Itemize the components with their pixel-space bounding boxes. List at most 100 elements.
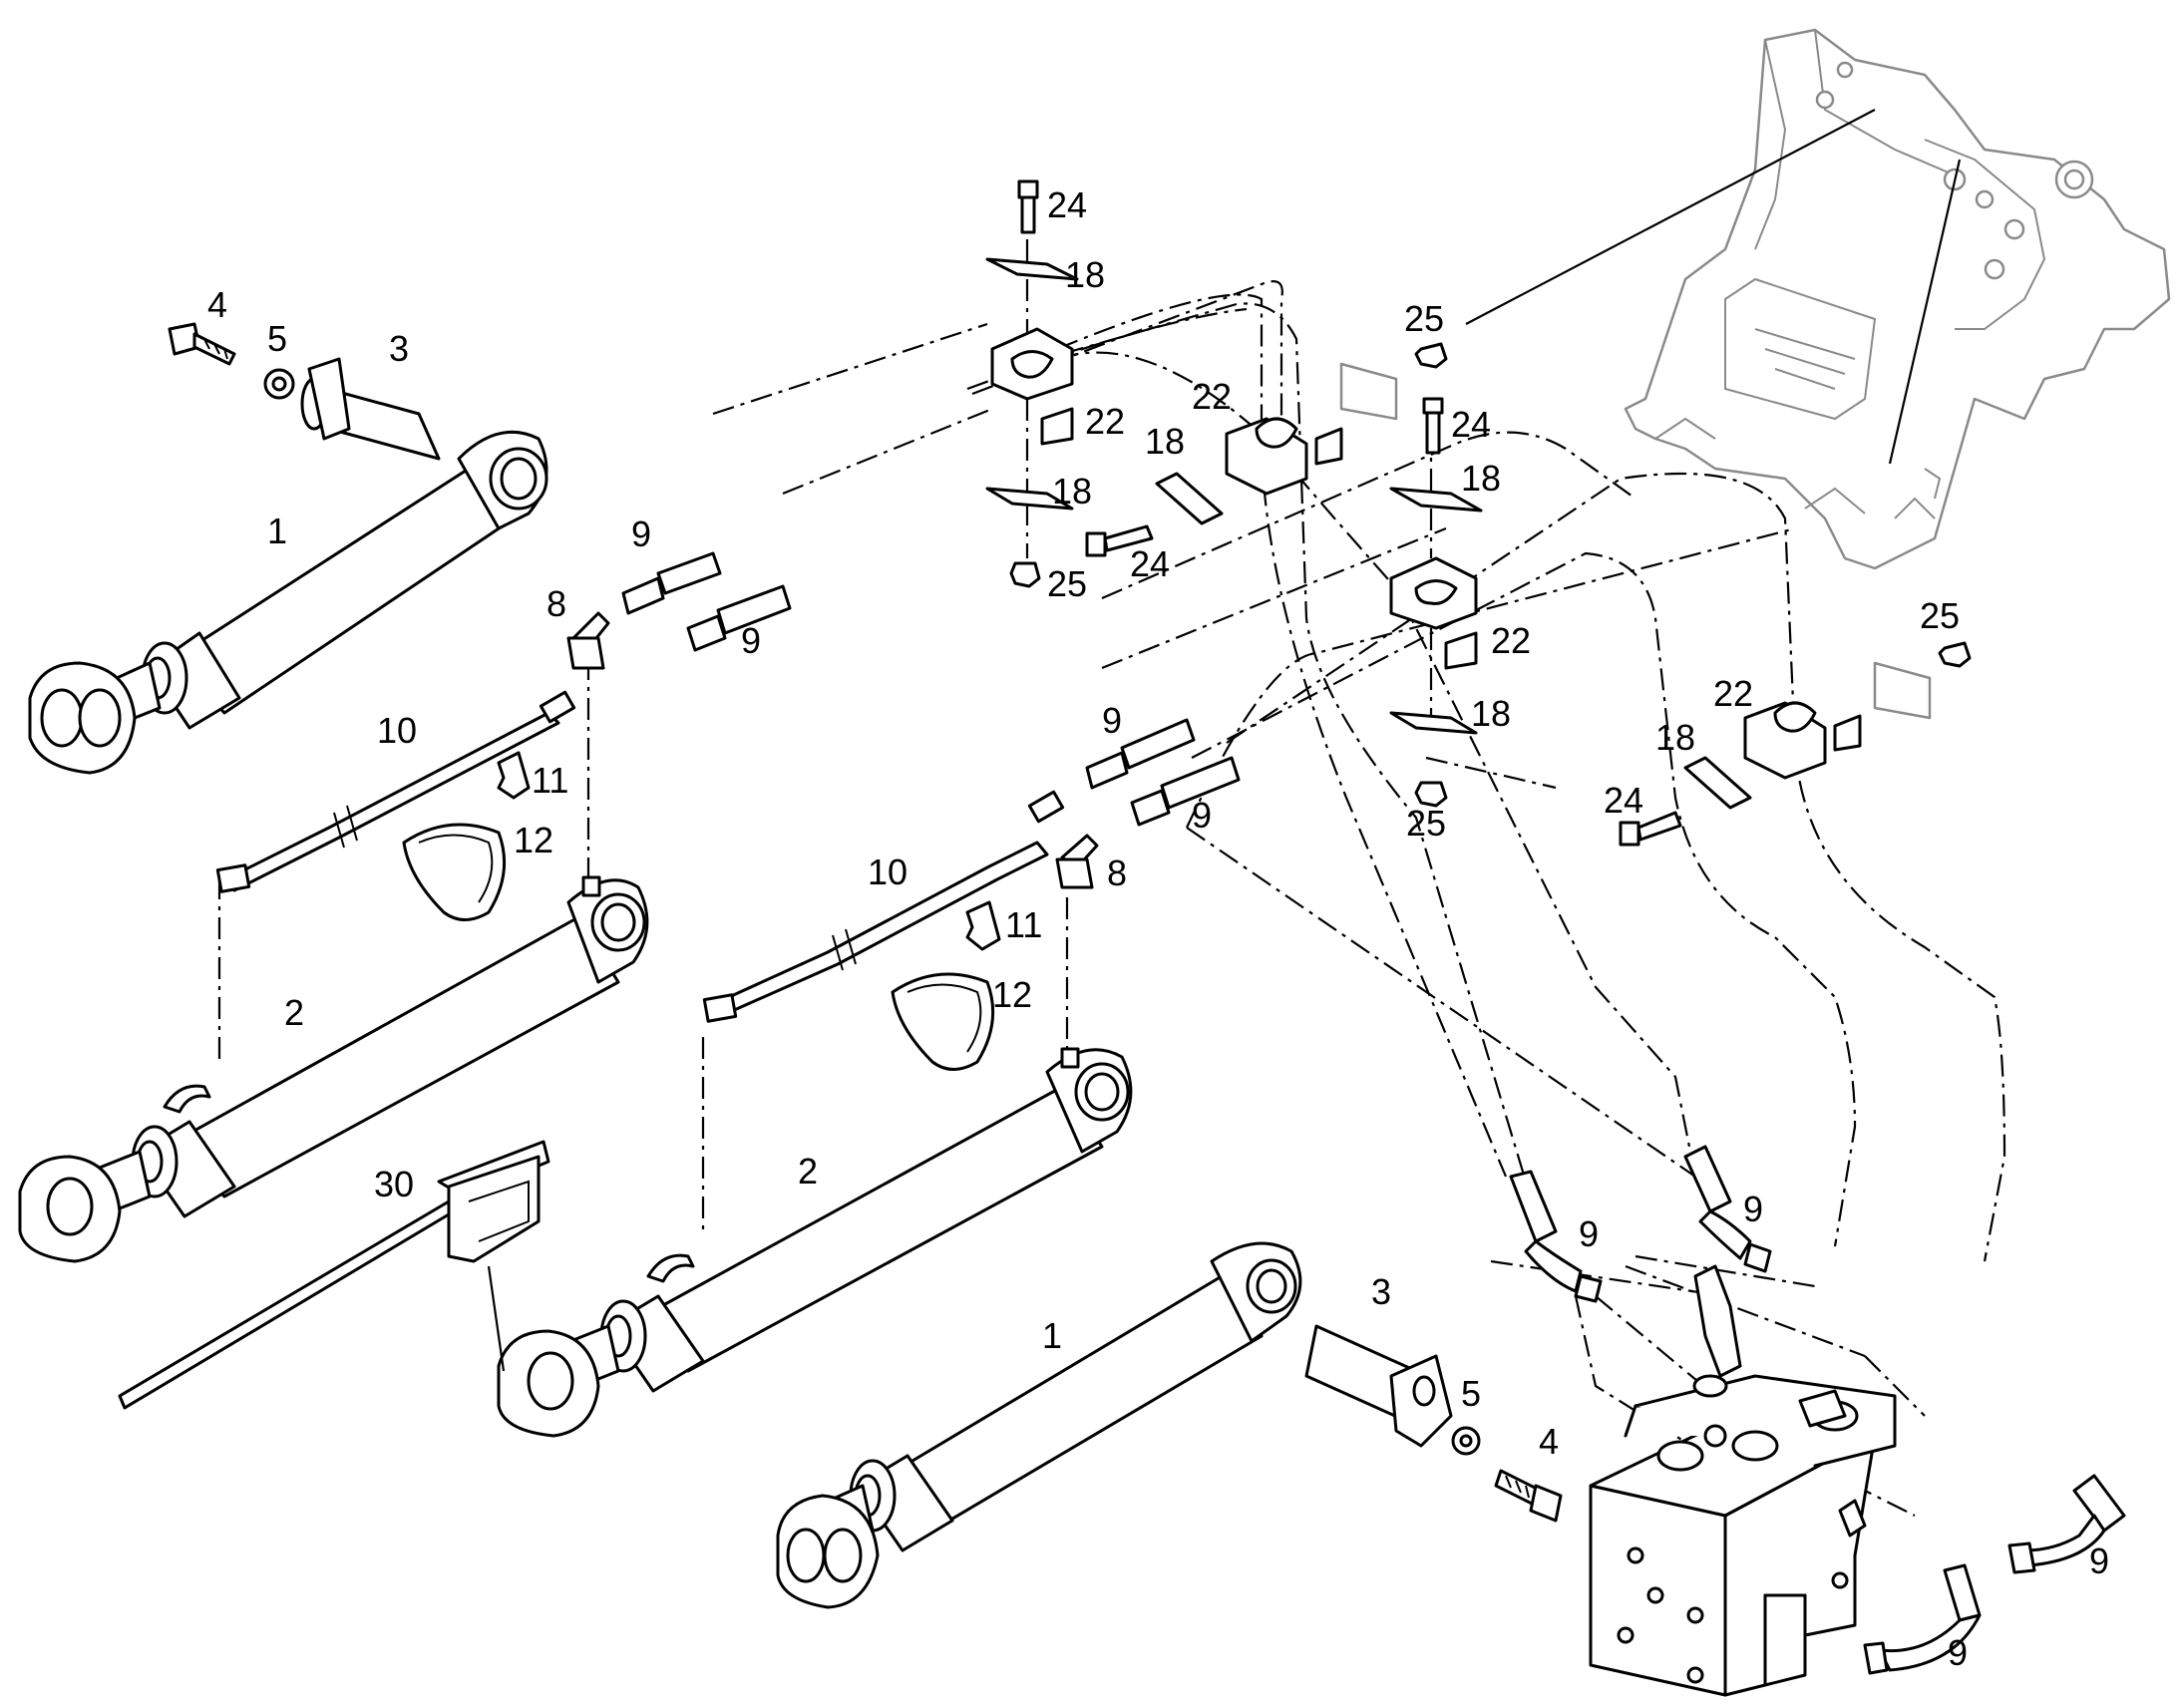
callout-9-h: 9 bbox=[1948, 1632, 1968, 1673]
clamp-half-22-c bbox=[1389, 556, 1478, 670]
bolt-24-top bbox=[1017, 179, 1039, 234]
callout-10-b: 10 bbox=[868, 852, 908, 892]
callout-22-b: 22 bbox=[1085, 401, 1125, 442]
hose-end-9-g bbox=[2007, 1474, 2126, 1574]
plate-18-b bbox=[985, 487, 1074, 511]
callout-18-a: 18 bbox=[1065, 254, 1105, 295]
callout-1-left: 1 bbox=[267, 511, 287, 551]
elbow-fitting-8-middle bbox=[1055, 834, 1099, 889]
hose-end-9-e bbox=[1509, 1170, 1603, 1303]
callout-12-a: 12 bbox=[514, 820, 553, 860]
callout-8-b: 8 bbox=[1107, 853, 1127, 893]
callout-24-top: 24 bbox=[1047, 184, 1087, 225]
callout-3-right: 3 bbox=[1371, 1271, 1391, 1312]
washer-5-left bbox=[263, 368, 295, 400]
callout-25-a: 25 bbox=[1404, 298, 1444, 339]
callout-24-c: 24 bbox=[1130, 543, 1170, 584]
callout-8-a: 8 bbox=[546, 583, 566, 624]
leader-30 bbox=[487, 1265, 506, 1372]
callout-11-b: 11 bbox=[1005, 904, 1042, 945]
hydraulic-tube-10-middle bbox=[702, 790, 1065, 1023]
callout-1-right: 1 bbox=[1042, 1315, 1062, 1356]
plate-18-d bbox=[1389, 487, 1483, 512]
callout-11-a: 11 bbox=[532, 760, 568, 801]
hose-routes bbox=[712, 280, 2006, 1517]
callout-18-f: 18 bbox=[1655, 717, 1695, 758]
elbow-fitting-8-left bbox=[566, 611, 610, 670]
bolt-24-c bbox=[1422, 397, 1444, 455]
strap-12-middle bbox=[891, 972, 995, 1071]
hydraulic-tube-10-left bbox=[215, 690, 576, 893]
hydraulic-cylinder-1-right bbox=[776, 1241, 1302, 1609]
nut-25-d bbox=[1938, 641, 1972, 668]
hose-fitting-9-c bbox=[1085, 718, 1196, 790]
hose-end-9-f bbox=[1683, 1145, 1772, 1273]
callout-9-g: 9 bbox=[2089, 1540, 2109, 1581]
plate-18-a bbox=[985, 257, 1079, 281]
callout-5-left: 5 bbox=[267, 318, 287, 359]
pin-3-right bbox=[1304, 1324, 1453, 1448]
callout-12-b: 12 bbox=[992, 974, 1032, 1015]
nut-25-b bbox=[1009, 561, 1041, 588]
bolt-4-left bbox=[168, 322, 236, 366]
clamp-half-22-d bbox=[1743, 701, 1862, 780]
callout-9-a: 9 bbox=[631, 513, 651, 554]
callout-18-e: 18 bbox=[1471, 693, 1511, 734]
clamp-11-left bbox=[497, 751, 531, 800]
callout-22-d: 22 bbox=[1713, 673, 1753, 714]
callout-9-e: 9 bbox=[1579, 1213, 1599, 1254]
rod-bracket-30 bbox=[118, 1140, 550, 1410]
callout-22-a: 22 bbox=[1192, 376, 1232, 417]
callout-18-b: 18 bbox=[1145, 421, 1185, 462]
hose-fitting-9-a bbox=[621, 551, 722, 615]
callout-2-b: 2 bbox=[798, 1151, 818, 1192]
callout-9-c: 9 bbox=[1102, 700, 1122, 741]
hydraulic-cylinder-2-middle bbox=[497, 1047, 1133, 1438]
plate-18-c bbox=[1155, 472, 1224, 525]
hydraulic-cylinder-1-left bbox=[28, 430, 548, 775]
hose-fitting-9-d bbox=[1130, 756, 1241, 827]
plate-18-f bbox=[1683, 756, 1752, 810]
clamp-11-middle bbox=[965, 900, 1001, 951]
pin-3-left bbox=[300, 357, 441, 461]
bolt-24-b bbox=[1085, 524, 1154, 557]
control-valve-block bbox=[1589, 1264, 1897, 1697]
leader-frame-to-25 bbox=[1465, 109, 1876, 325]
leader-frame-to-right-clamp bbox=[1888, 159, 1962, 465]
clamp-half-22-b bbox=[1225, 417, 1343, 496]
hose-end-9-h bbox=[1863, 1563, 1982, 1675]
plate-frame-b bbox=[1873, 661, 1932, 720]
hose-fitting-9-b bbox=[686, 584, 792, 652]
callout-30: 30 bbox=[374, 1164, 414, 1204]
callout-4-left: 4 bbox=[207, 284, 227, 325]
callout-18-d: 18 bbox=[1052, 471, 1092, 512]
plate-18-e bbox=[1389, 711, 1478, 735]
callout-2-a: 2 bbox=[284, 992, 304, 1033]
callout-5-right: 5 bbox=[1461, 1373, 1481, 1414]
callout-4-right: 4 bbox=[1539, 1421, 1559, 1462]
callout-24-d: 24 bbox=[1604, 780, 1643, 821]
callout-labels: 24 18 4 5 3 25 22 22 18 24 1 18 9 8 24 2… bbox=[207, 184, 2109, 1673]
washer-5-right bbox=[1451, 1426, 1481, 1456]
callout-3-left: 3 bbox=[389, 328, 409, 369]
callout-9-d: 9 bbox=[1192, 795, 1212, 836]
callout-25-d: 25 bbox=[1406, 803, 1446, 844]
callout-25-c: 25 bbox=[1920, 595, 1960, 636]
callout-24-b: 24 bbox=[1451, 404, 1491, 445]
nut-25-c bbox=[1414, 781, 1448, 808]
clamp-half-22-a bbox=[990, 327, 1074, 446]
callout-22-c: 22 bbox=[1491, 620, 1531, 661]
callout-25-b: 25 bbox=[1047, 563, 1087, 604]
bolt-4-right bbox=[1494, 1469, 1563, 1523]
callout-9-f: 9 bbox=[1743, 1189, 1763, 1229]
plate-frame-a bbox=[1339, 362, 1398, 421]
loader-frame bbox=[1624, 28, 2171, 570]
callout-18-c: 18 bbox=[1461, 458, 1501, 499]
callout-10-a: 10 bbox=[377, 710, 417, 751]
nut-25-a bbox=[1414, 342, 1448, 369]
bolt-24-d bbox=[1619, 811, 1682, 847]
hydraulic-cylinder-2-left bbox=[18, 875, 649, 1263]
strap-12-left bbox=[402, 823, 507, 921]
callout-9-b: 9 bbox=[741, 620, 761, 661]
